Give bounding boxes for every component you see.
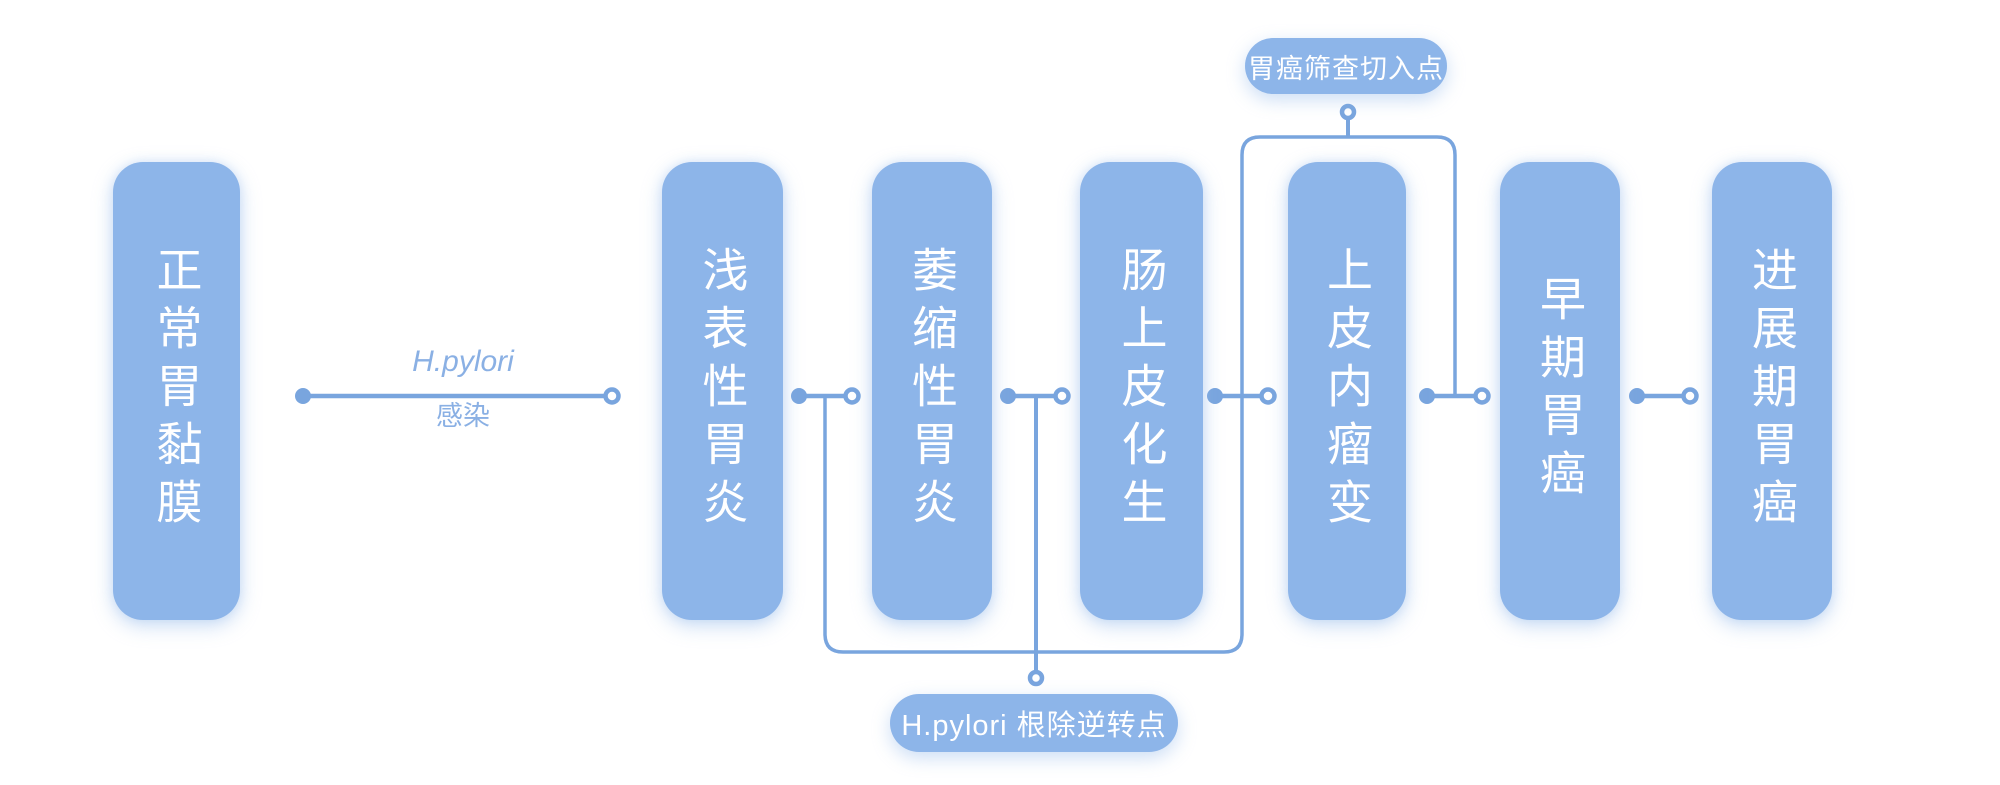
stage-node-intraepithelial-neoplasia: 上皮内瘤变 bbox=[1288, 162, 1406, 620]
connector-6-start-dot bbox=[1629, 388, 1645, 404]
connector-2-start-dot bbox=[791, 388, 807, 404]
reversal-label-circle-icon bbox=[1027, 669, 1045, 687]
hp-eradication-reversal-label: H.pylori 根除逆转点 bbox=[901, 710, 1167, 742]
stage-node-atrophic-gastritis: 萎缩性胃炎 bbox=[872, 162, 992, 620]
stage-label: 肠上皮化生 bbox=[1115, 246, 1168, 536]
hp-infection-edge-label-line1: H.pylori bbox=[412, 345, 514, 378]
stage-label: 浅表性胃炎 bbox=[696, 246, 749, 536]
connector-2-end-circle-icon bbox=[843, 387, 861, 405]
hp-infection-edge-label-line2: 感染 bbox=[436, 401, 490, 431]
connector-3-start-dot bbox=[1000, 388, 1016, 404]
connector-6-end-circle-icon bbox=[1681, 387, 1699, 405]
connector-4-end-circle-icon bbox=[1259, 387, 1277, 405]
stage-node-advanced-gastric-cancer: 进展期胃癌 bbox=[1712, 162, 1832, 620]
screening-entry-point-badge: 胃癌筛查切入点 bbox=[1245, 38, 1447, 94]
connector-4-start-dot bbox=[1207, 388, 1223, 404]
stage-node-normal-gastric-mucosa: 正常胃黏膜 bbox=[113, 162, 240, 620]
connector-5-end-circle-icon bbox=[1473, 387, 1491, 405]
hp-infection-edge-label: H.pylori 感染 bbox=[353, 344, 573, 432]
screening-label-circle-icon bbox=[1339, 103, 1357, 121]
stage-node-superficial-gastritis: 浅表性胃炎 bbox=[662, 162, 783, 620]
stage-node-early-gastric-cancer: 早期胃癌 bbox=[1500, 162, 1620, 620]
stage-label: 进展期胃癌 bbox=[1746, 246, 1798, 536]
hp-infection-connector-end-circle-icon bbox=[603, 387, 621, 405]
hp-eradication-reversal-badge: H.pylori 根除逆转点 bbox=[890, 694, 1178, 752]
connector-3-end-circle-icon bbox=[1053, 387, 1071, 405]
stage-label: 上皮内瘤变 bbox=[1321, 246, 1373, 536]
hp-infection-connector-start-dot bbox=[295, 388, 311, 404]
screening-entry-point-label: 胃癌筛查切入点 bbox=[1248, 53, 1444, 84]
connector-5-start-dot bbox=[1419, 388, 1435, 404]
stage-node-intestinal-metaplasia: 肠上皮化生 bbox=[1080, 162, 1203, 620]
reversal-range-bracket bbox=[823, 396, 1244, 654]
stage-label: 早期胃癌 bbox=[1534, 275, 1586, 507]
stage-label: 正常胃黏膜 bbox=[150, 246, 203, 536]
stage-label: 萎缩性胃炎 bbox=[906, 246, 958, 536]
